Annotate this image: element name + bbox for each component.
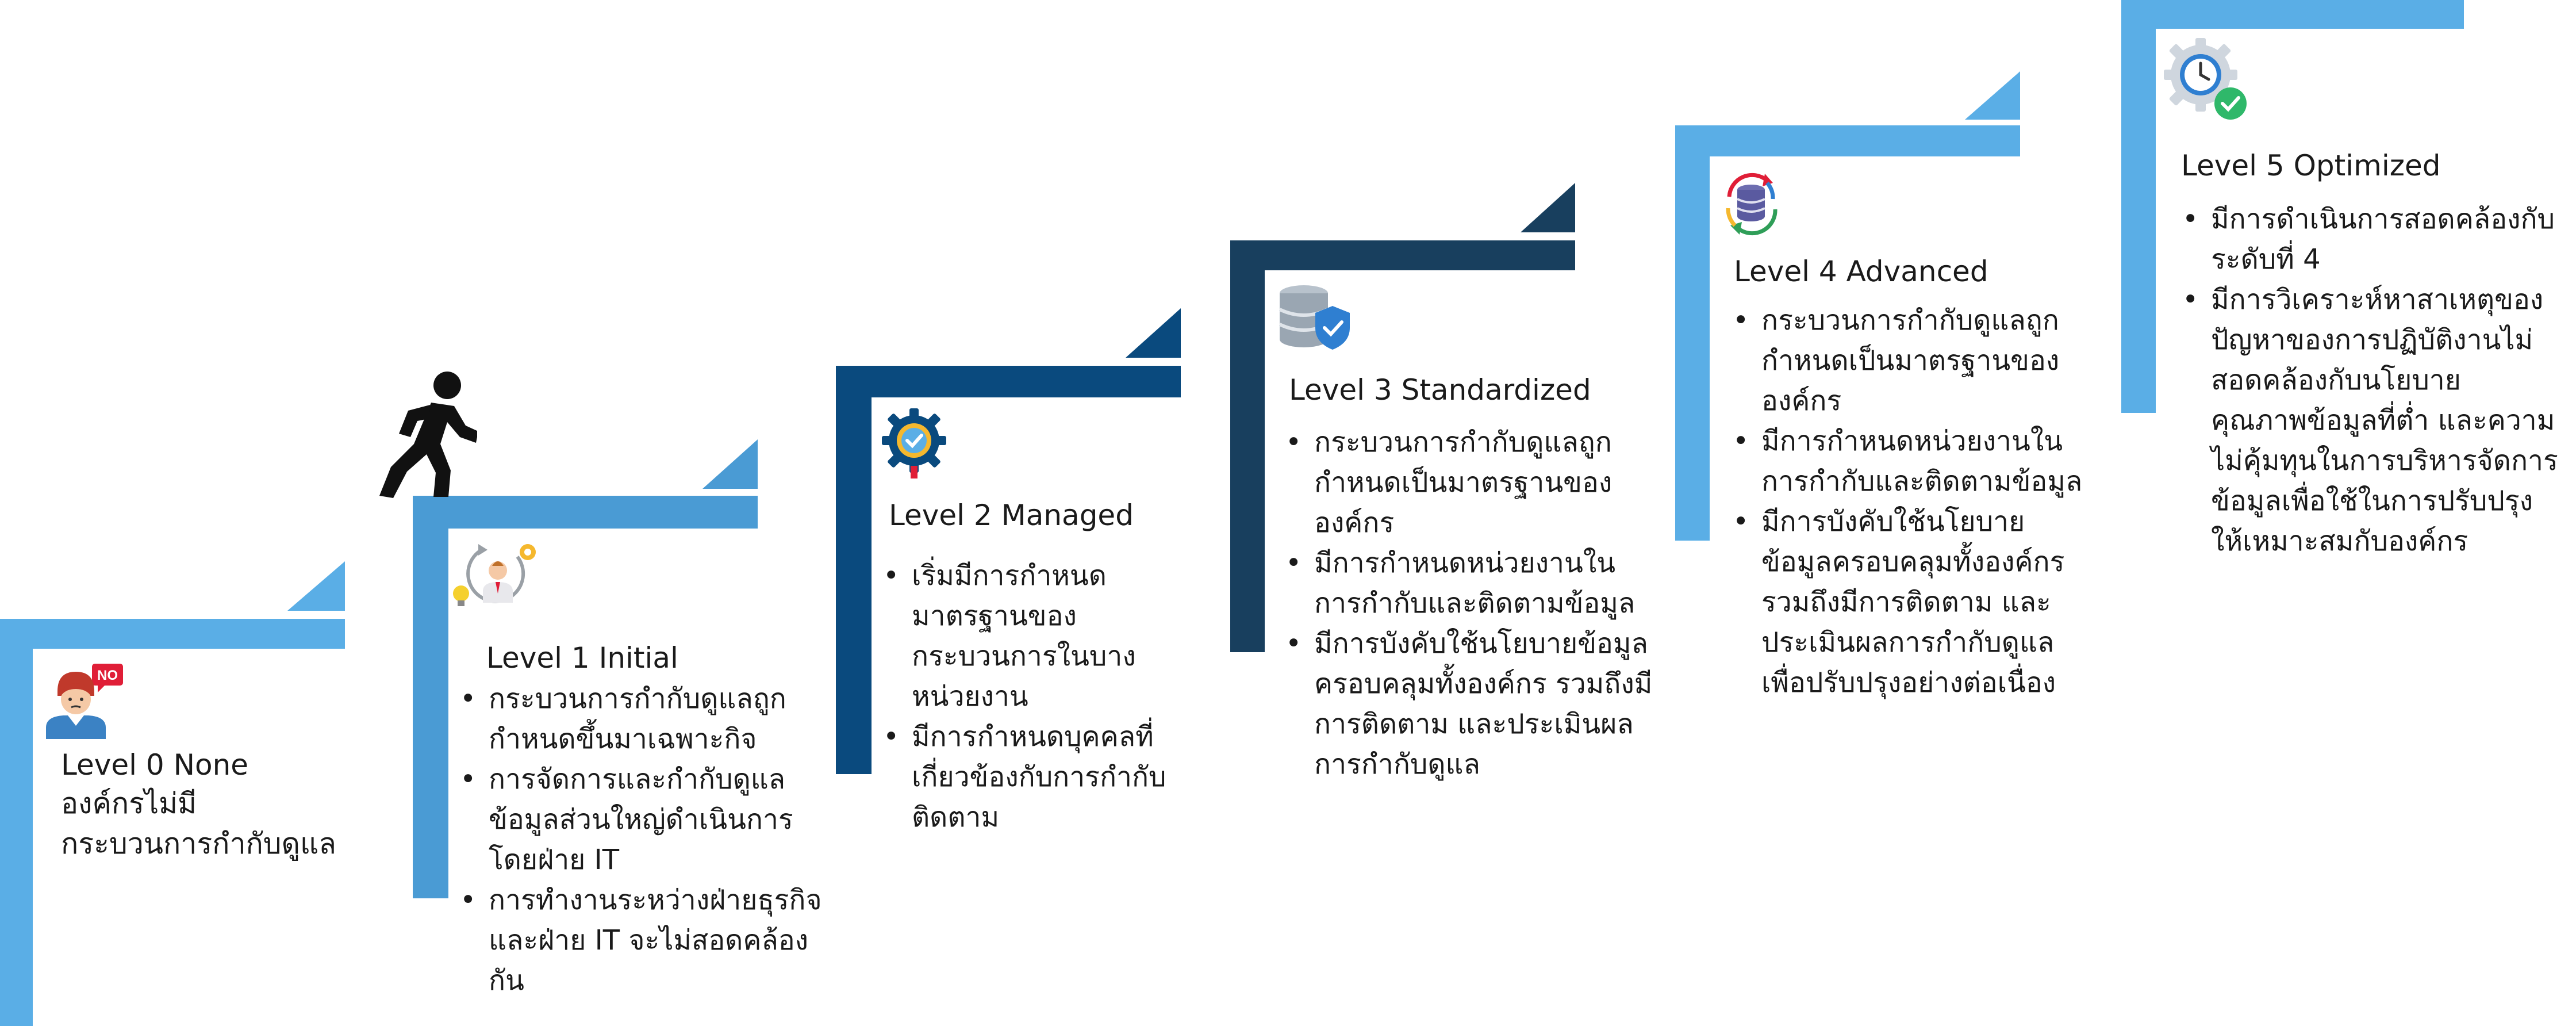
step-4-vertical xyxy=(1675,125,1710,541)
level-0-title: Level 0 None xyxy=(61,748,249,782)
level-4-bullet: กระบวนการกำกับดูแลถูกกำหนดเป็นมาตรฐานของ… xyxy=(1733,300,2083,421)
database-shield-icon xyxy=(1279,285,1350,350)
level-0-description: องค์กรไม่มี กระบวนการกำกับดูแล xyxy=(61,783,383,864)
level-1-bullets: กระบวนการกำกับดูแลถูกกำหนดขึ้นมาเฉพาะกิจ… xyxy=(460,679,839,1001)
level-5-bullet: มีการดำเนินการสอดคล้องกับระดับที่ 4 xyxy=(2182,199,2562,280)
gear-clock-check-icon xyxy=(2164,38,2247,120)
level-4-bullet: มีการกำหนดหน่วยงานในการกำกับและติดตามข้อ… xyxy=(1733,421,2083,501)
gear-check-icon xyxy=(882,408,946,478)
person-no-icon: NO xyxy=(46,664,123,739)
step-3-horizontal xyxy=(1230,240,1575,270)
level-2-bullet: มีการกำหนดบุคคลที่เกี่ยวข้องกับการกำกับต… xyxy=(883,717,1193,837)
step-1-horizontal xyxy=(413,496,758,529)
person-cycle-icon xyxy=(453,544,536,606)
step-1-vertical xyxy=(413,496,448,898)
level-5-title: Level 5 Optimized xyxy=(2181,149,2441,182)
step-5-vertical xyxy=(2121,0,2156,413)
step-3-arrow xyxy=(1521,183,1575,232)
level-5-bullet: มีการวิเคราะห์หาสาเหตุของปัญหาของการปฏิบ… xyxy=(2182,280,2562,561)
level-3-bullet: มีการกำหนดหน่วยงานในการกำกับและติดตามข้อ… xyxy=(1285,543,1653,623)
step-2-arrow xyxy=(1126,308,1181,358)
level-1-bullet: การจัดการและกำกับดูแลข้อมูลส่วนใหญ่ดำเนิ… xyxy=(460,759,839,880)
step-0-horizontal xyxy=(0,619,345,649)
step-5-horizontal xyxy=(2121,0,2464,29)
step-4-arrow xyxy=(1965,71,2020,120)
step-4-horizontal xyxy=(1675,125,2020,156)
step-0-vertical xyxy=(0,619,33,1026)
level-3-bullet: กระบวนการกำกับดูแลถูกกำหนดเป็นมาตรฐานของ… xyxy=(1285,422,1653,543)
level-1-bullet: การทำงานระหว่างฝ่ายธุรกิจและฝ่าย IT จะไม… xyxy=(460,880,839,1001)
level-4-bullets: กระบวนการกำกับดูแลถูกกำหนดเป็นมาตรฐานของ… xyxy=(1733,300,2083,703)
step-0-arrow xyxy=(287,561,345,611)
level-4-title: Level 4 Advanced xyxy=(1734,255,1988,288)
level-0-description-line: กระบวนการกำกับดูแล xyxy=(61,827,336,860)
level-1-bullet: กระบวนการกำกับดูแลถูกกำหนดขึ้นมาเฉพาะกิจ xyxy=(460,679,839,759)
step-2-vertical xyxy=(836,366,872,774)
level-0-description-line: องค์กรไม่มี xyxy=(61,787,197,820)
database-sync-icon xyxy=(1726,173,1778,236)
level-1-title: Level 1 Initial xyxy=(486,641,678,675)
running-person-icon xyxy=(379,372,477,498)
level-2-title: Level 2 Managed xyxy=(889,499,1134,532)
step-3-vertical xyxy=(1230,240,1265,652)
level-2-bullet: เริ่มมีการกำหนดมาตรฐานของกระบวนการในบางห… xyxy=(883,556,1193,717)
level-3-bullets: กระบวนการกำกับดูแลถูกกำหนดเป็นมาตรฐานของ… xyxy=(1285,422,1653,784)
step-2-horizontal xyxy=(836,366,1181,397)
no-badge-text: NO xyxy=(97,668,118,683)
level-3-bullet: มีการบังคับใช้นโยบายข้อมูลครอบคลุมทั้งอง… xyxy=(1285,623,1653,784)
level-4-bullet: มีการบังคับใช้นโยบายข้อมูลครอบคลุมทั้งอง… xyxy=(1733,501,2083,703)
level-2-bullets: เริ่มมีการกำหนดมาตรฐานของกระบวนการในบางห… xyxy=(883,556,1193,837)
level-3-title: Level 3 Standardized xyxy=(1289,373,1591,407)
level-5-bullets: มีการดำเนินการสอดคล้องกับระดับที่ 4 มีกา… xyxy=(2182,199,2562,561)
step-1-arrow xyxy=(702,439,758,489)
